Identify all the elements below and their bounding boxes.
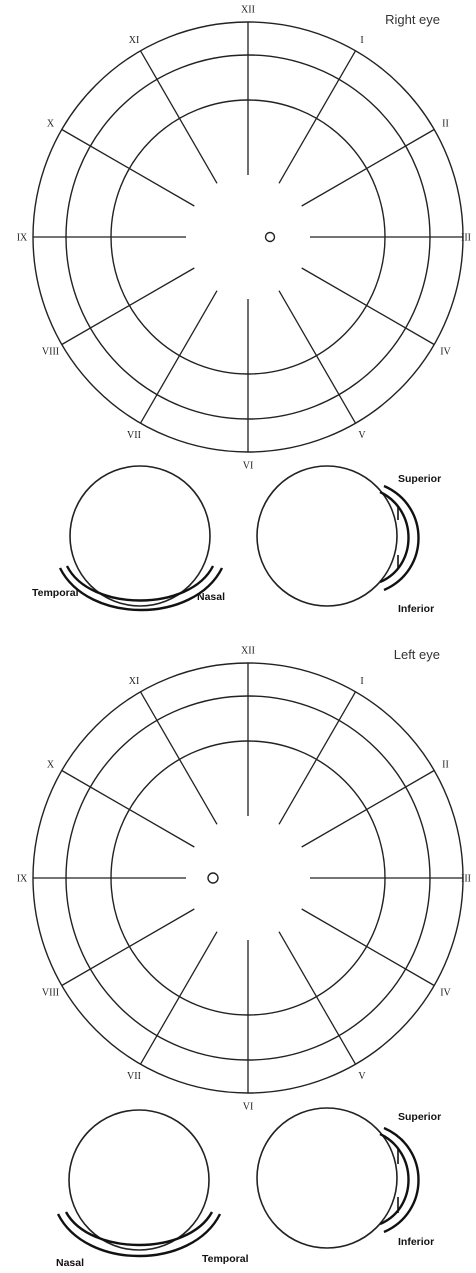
clock-label-x: X (47, 119, 55, 130)
clock-label-xi: XI (129, 35, 140, 46)
left-eye-title: Left eye (394, 647, 440, 662)
spoke-v (279, 291, 356, 424)
clock-label-xii: XII (241, 646, 255, 657)
left-eye-horizontal-section: Nasal Temporal (56, 1110, 249, 1269)
clock-label-iii: III (461, 233, 471, 244)
spoke-v (279, 932, 356, 1064)
spoke-viii (62, 268, 195, 345)
spoke-x (62, 771, 195, 848)
clock-label-ii: II (442, 760, 449, 771)
right-eye-vertical-section: Superior Inferior (257, 466, 441, 615)
spoke-vii (141, 291, 218, 424)
clock-label-viii: VIII (42, 347, 59, 358)
spoke-iv (302, 909, 435, 986)
clock-label-iv: IV (440, 347, 451, 358)
inferior-label: Inferior (398, 1236, 434, 1248)
clock-label-iv: IV (440, 988, 451, 999)
superior-label: Superior (398, 1111, 441, 1123)
spoke-xi (141, 51, 218, 184)
right-eye-vertical-circle (257, 466, 397, 606)
clock-label-xi: XI (129, 676, 140, 687)
right-eye-horizontal-section: Temporal Nasal (32, 466, 225, 610)
clock-label-xii: XII (241, 5, 255, 16)
clock-label-i: I (360, 676, 363, 687)
spoke-i (279, 51, 356, 184)
temporal-label: Temporal (202, 1253, 249, 1265)
right-eye-title: Right eye (385, 12, 440, 27)
superior-inferior-arc-outer (384, 486, 419, 590)
clock-label-v: V (358, 1071, 366, 1082)
spoke-ii (302, 771, 435, 848)
clock-label-vi: VI (243, 461, 254, 472)
spoke-viii (62, 909, 195, 986)
clock-label-iii: III (461, 874, 471, 885)
spoke-x (62, 130, 195, 207)
left-eye-section-circle (69, 1110, 209, 1250)
optic-disc-marker (208, 873, 218, 883)
spoke-ii (302, 130, 435, 207)
clock-label-x: X (47, 760, 55, 771)
left-eye-spokes (33, 663, 463, 1093)
spoke-xi (141, 692, 218, 825)
superior-label: Superior (398, 473, 441, 485)
nasal-label: Nasal (56, 1257, 84, 1269)
clock-label-i: I (360, 35, 363, 46)
temporal-label: Temporal (32, 587, 79, 599)
clock-label-vii: VII (127, 430, 141, 441)
right-eye-spokes (33, 22, 463, 452)
superior-inferior-arc-outer (384, 1128, 419, 1232)
right-eye-section-circle (70, 466, 210, 606)
left-eye-vertical-circle (257, 1108, 397, 1248)
spoke-iv (302, 268, 435, 345)
clock-label-vii: VII (127, 1071, 141, 1082)
clock-label-vi: VI (243, 1102, 254, 1113)
spoke-vii (141, 932, 218, 1064)
clock-label-ix: IX (17, 233, 28, 244)
nasal-label: Nasal (197, 591, 225, 603)
clock-label-viii: VIII (42, 988, 59, 999)
left-eye-vertical-section: Superior Inferior (257, 1108, 441, 1248)
clock-label-ii: II (442, 119, 449, 130)
superior-inferior-arc-inner (380, 492, 409, 582)
clock-label-ix: IX (17, 874, 28, 885)
clock-label-v: V (358, 430, 366, 441)
superior-inferior-arc-inner (380, 1134, 409, 1224)
optic-disc-marker (266, 233, 275, 242)
spoke-i (279, 692, 356, 825)
inferior-label: Inferior (398, 603, 434, 615)
